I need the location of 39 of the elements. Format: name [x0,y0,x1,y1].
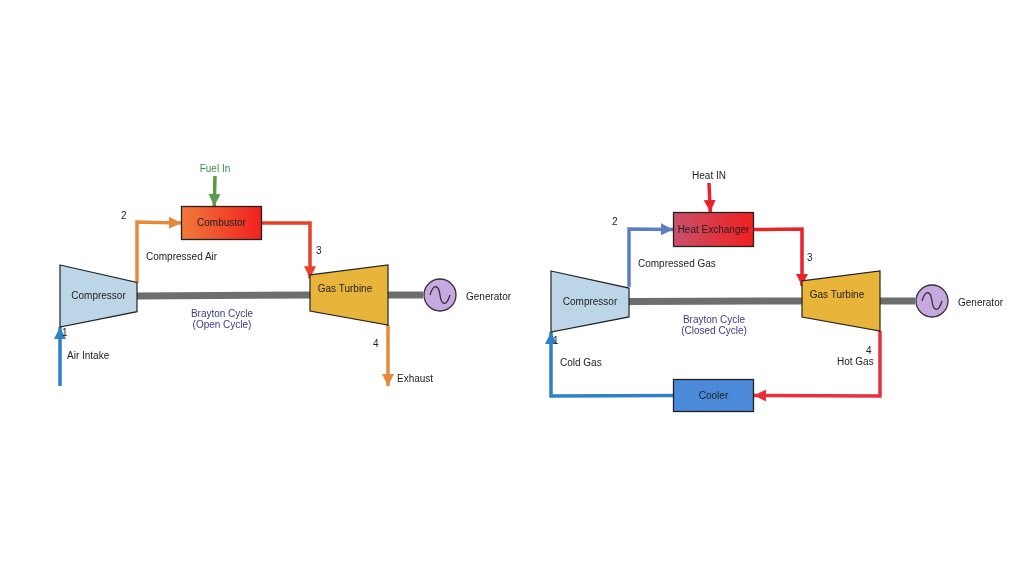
node-label: Gas Turbine [316,283,374,294]
annotation: 3 [316,245,322,256]
flow-arrow [135,216,182,283]
edge-label: Compressed Air [145,251,219,262]
node-label: Cooler [697,389,730,401]
node-label: Compressor [561,295,619,307]
edge-label: Compressed Gas [637,258,717,269]
flow-arrow [754,331,882,402]
annotation: 1 [62,327,68,338]
flow-arrow [545,332,673,398]
input-label: Fuel In [196,163,234,176]
input-label: Heat IN [690,170,728,183]
shaft-line [388,291,423,299]
shaft-line [629,297,802,305]
annotation: 1 [553,335,559,346]
shaft-line [136,291,311,300]
annotation: 3 [807,252,813,263]
flow-arrow [208,175,221,207]
edge-label: Cold Gas [559,357,603,368]
node-label: Heat Exchanger [676,223,751,235]
flow-arrow [382,325,394,386]
edge-label: Air Intake [66,350,111,361]
annotation: 2 [121,210,127,221]
edge-label: Hot Gas [836,356,875,367]
flow-arrow [54,327,66,386]
node-caption: Generator [466,291,512,302]
annotation: 4 [373,338,379,349]
annotation: 2 [612,216,618,227]
node-caption: Generator [958,297,1004,308]
annotation: Brayton Cycle (Open Cycle) [189,308,255,330]
annotation: 4 [866,345,872,356]
flow-arrow [627,223,673,287]
node-label: Compressor [70,290,127,301]
edge-label: Exhaust [396,373,435,384]
flow-arrow [703,182,716,213]
node-label: Combustor [196,217,247,228]
annotation: Brayton Cycle (Closed Cycle) [680,314,748,336]
shaft-line [880,297,915,305]
node-label: Gas Turbine [808,289,866,300]
